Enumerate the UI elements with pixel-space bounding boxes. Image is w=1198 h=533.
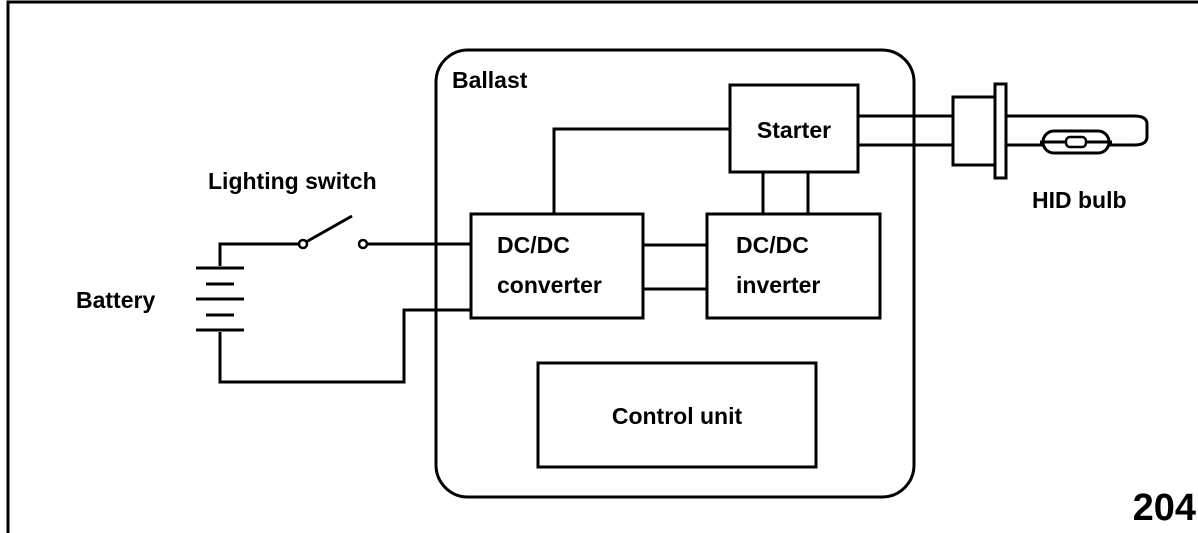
bulb-socket [951, 95, 997, 167]
bulb-glass-tube [1006, 114, 1149, 147]
starter-box [728, 83, 860, 174]
bulb-electrode-gap [1064, 135, 1088, 149]
switch-contact-right [357, 238, 369, 250]
figure-number: 204 [1133, 487, 1196, 529]
control-unit-label: Control unit [612, 403, 743, 429]
lighting-switch-label: Lighting switch [208, 168, 377, 194]
bulb-flange [993, 82, 1008, 180]
control-unit-box [536, 361, 818, 469]
dcdc-converter-label-line2: converter [497, 272, 602, 298]
dcdc-converter-box [469, 212, 645, 320]
battery-symbol [196, 266, 244, 332]
switch-contact-left [297, 238, 309, 250]
dcdc-inverter-label-line2: inverter [736, 272, 820, 298]
converter-to-starter-wire [552, 127, 730, 214]
hid-bulb-label: HID bulb [1032, 187, 1127, 213]
dcdc-inverter-label-line1: DC/DC [736, 232, 809, 258]
dcdc-inverter-box [705, 212, 882, 320]
battery-negative-wire [218, 308, 471, 384]
battery-label: Battery [76, 287, 155, 313]
switch-lever [305, 214, 353, 244]
hid-bulb [951, 82, 1149, 180]
figure-frame [6, 0, 1198, 533]
starter-label: Starter [757, 117, 831, 143]
dcdc-converter-label-line1: DC/DC [497, 232, 570, 258]
ballast-label: Ballast [452, 67, 528, 93]
lighting-switch [297, 214, 369, 250]
wiring [218, 114, 953, 384]
battery-positive-wire [218, 242, 300, 266]
